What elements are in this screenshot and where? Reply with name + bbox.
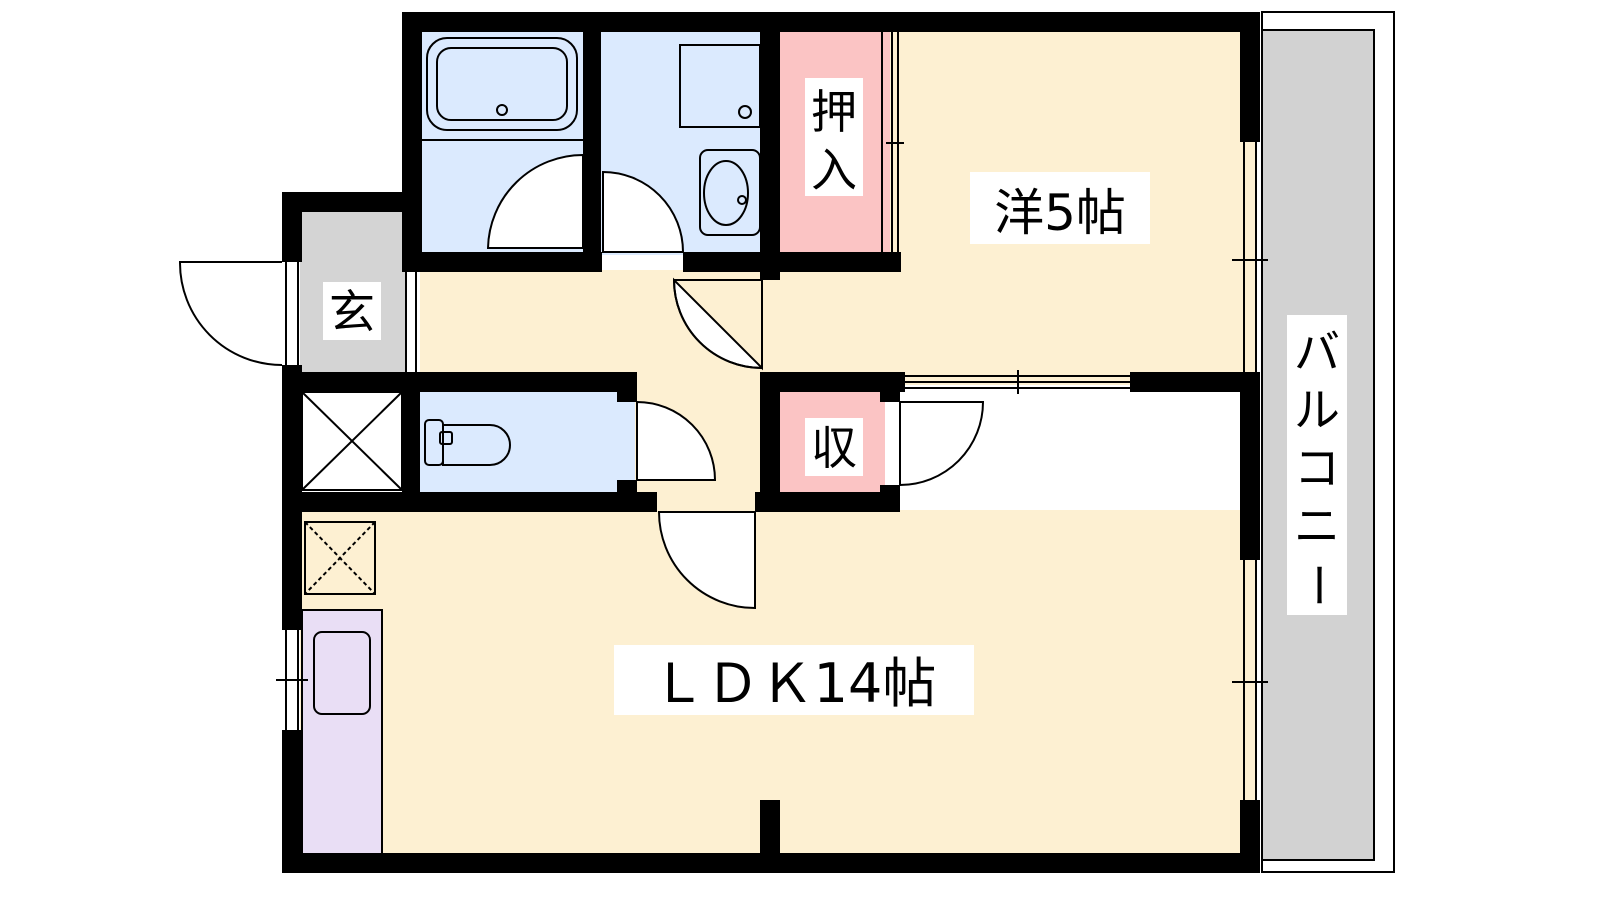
- balcony-label: バ ル コ ニ ー: [1287, 315, 1347, 615]
- room-labels: 洋5帖 ＬＤＫ14帖 押 入 収 玄 バ ル コ ニ ー: [323, 78, 1347, 715]
- washroom-door: [602, 170, 685, 253]
- western-room-door: [672, 277, 763, 371]
- toilet-floor: [420, 390, 635, 505]
- doors: [178, 153, 985, 610]
- storage-label-text: 収: [811, 421, 857, 475]
- balcony-label-char-3: コ: [1294, 441, 1340, 495]
- entrance-door: [178, 261, 299, 366]
- floor-fills: [300, 30, 1374, 865]
- western-room-label: 洋5帖: [970, 172, 1150, 244]
- ldk-door: [657, 511, 756, 610]
- bathtub-icon: [422, 37, 583, 141]
- bathroom-door: [486, 153, 584, 249]
- fridge-space-icon: [304, 521, 376, 595]
- walls: [282, 12, 1260, 873]
- storage-door: [899, 401, 985, 487]
- entrance-label-text: 玄: [329, 285, 375, 339]
- closet-label-line1: 押: [811, 85, 857, 139]
- fixtures: [301, 37, 761, 715]
- ldk-label-text: ＬＤＫ14帖: [652, 652, 937, 715]
- ldk-label: ＬＤＫ14帖: [614, 645, 974, 715]
- western-room-label-text: 洋5帖: [994, 184, 1126, 242]
- washbasin-icon: [679, 44, 761, 236]
- kitchen-sink-icon: [313, 631, 371, 715]
- shoe-storage-icon: [301, 391, 403, 491]
- balcony-label-char-2: ル: [1294, 383, 1340, 437]
- storage-label: 収: [805, 418, 863, 476]
- balcony-label-char-4: ニ: [1294, 499, 1340, 553]
- toilet-icon: [424, 419, 511, 466]
- entrance-label: 玄: [323, 282, 381, 340]
- kitchen-counter: [301, 609, 383, 856]
- closet-label: 押 入: [805, 78, 863, 197]
- closet-label-line2: 入: [811, 143, 857, 197]
- balcony-label-char-1: バ: [1294, 325, 1340, 379]
- windows: [276, 32, 1268, 800]
- balcony-outline: [1261, 11, 1395, 873]
- toilet-door: [636, 400, 717, 481]
- balcony-label-char-5: ー: [1291, 562, 1345, 608]
